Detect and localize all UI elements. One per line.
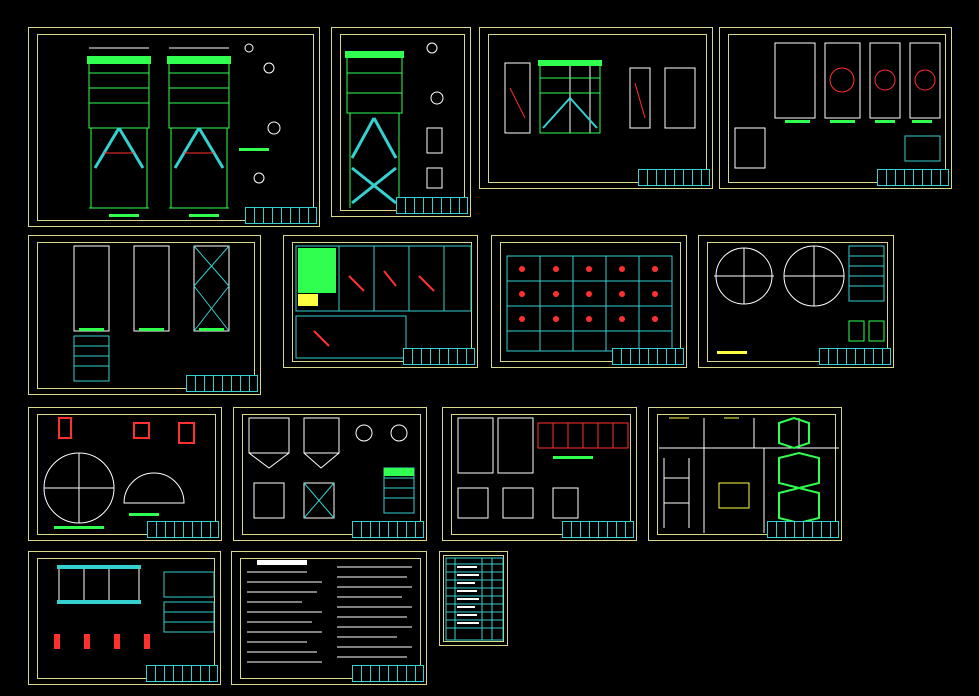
drawing-sheet-12[interactable] bbox=[648, 407, 842, 541]
title-block bbox=[352, 521, 424, 538]
drawing-sheet-6[interactable] bbox=[283, 235, 478, 368]
title-block bbox=[638, 169, 710, 186]
drawing-sheet-3[interactable] bbox=[479, 27, 713, 189]
plans-grid-drawing bbox=[734, 42, 941, 169]
drawing-sheet-5[interactable] bbox=[28, 235, 261, 395]
sheet-border bbox=[37, 242, 255, 389]
sheet-border bbox=[37, 414, 216, 535]
hopper-details-drawing bbox=[248, 417, 415, 519]
title-block bbox=[146, 665, 218, 682]
circular-plan-drawing bbox=[714, 245, 885, 354]
sheet-border bbox=[242, 414, 421, 535]
title-block bbox=[819, 348, 891, 365]
title-block bbox=[396, 197, 468, 214]
title-block bbox=[767, 521, 839, 538]
drawing-sheet-10[interactable] bbox=[233, 407, 427, 541]
sheet-border bbox=[500, 242, 681, 362]
drawing-sheet-9[interactable] bbox=[28, 407, 222, 541]
title-block bbox=[147, 521, 219, 538]
title-block bbox=[352, 665, 424, 682]
drawing-sheet-14[interactable] bbox=[231, 551, 427, 685]
drawing-sheet-11[interactable] bbox=[442, 407, 637, 541]
tower-elevation-single-drawing bbox=[345, 42, 444, 208]
general-notes-drawing bbox=[247, 560, 412, 663]
drawing-sheet-7[interactable] bbox=[491, 235, 687, 368]
node-details-drawing bbox=[506, 255, 673, 352]
beam-plan-drawing bbox=[54, 565, 215, 649]
title-block bbox=[562, 521, 634, 538]
title-block bbox=[612, 348, 684, 365]
drawing-sheet-4[interactable] bbox=[719, 27, 952, 189]
sheet-border bbox=[240, 558, 421, 679]
isometric-details-drawing bbox=[659, 416, 839, 533]
drawing-sheet-8[interactable] bbox=[698, 235, 894, 368]
title-block bbox=[403, 348, 475, 365]
sheet-border bbox=[37, 34, 314, 221]
sheet-border bbox=[707, 242, 888, 362]
drawing-index-table bbox=[445, 557, 504, 641]
sheet-border bbox=[451, 414, 631, 535]
title-block bbox=[245, 207, 317, 224]
drawing-sheet-13[interactable] bbox=[28, 551, 221, 685]
drawing-sheet-2[interactable] bbox=[331, 27, 471, 217]
connection-details-drawing bbox=[295, 245, 472, 359]
foundation-circle-drawing bbox=[43, 417, 195, 529]
drawing-sheet-1[interactable] bbox=[28, 27, 320, 227]
elevations-drawing bbox=[504, 60, 696, 134]
plans-bracing-drawing bbox=[73, 245, 230, 382]
sheet-border bbox=[488, 34, 707, 183]
title-block bbox=[877, 169, 949, 186]
tower-elevation-drawing bbox=[87, 43, 281, 217]
title-block bbox=[186, 375, 258, 392]
sheet-border bbox=[657, 414, 836, 535]
long-elevation-drawing bbox=[457, 417, 629, 519]
sheet-border bbox=[728, 34, 946, 183]
drawing-sheet-15[interactable] bbox=[439, 551, 508, 646]
